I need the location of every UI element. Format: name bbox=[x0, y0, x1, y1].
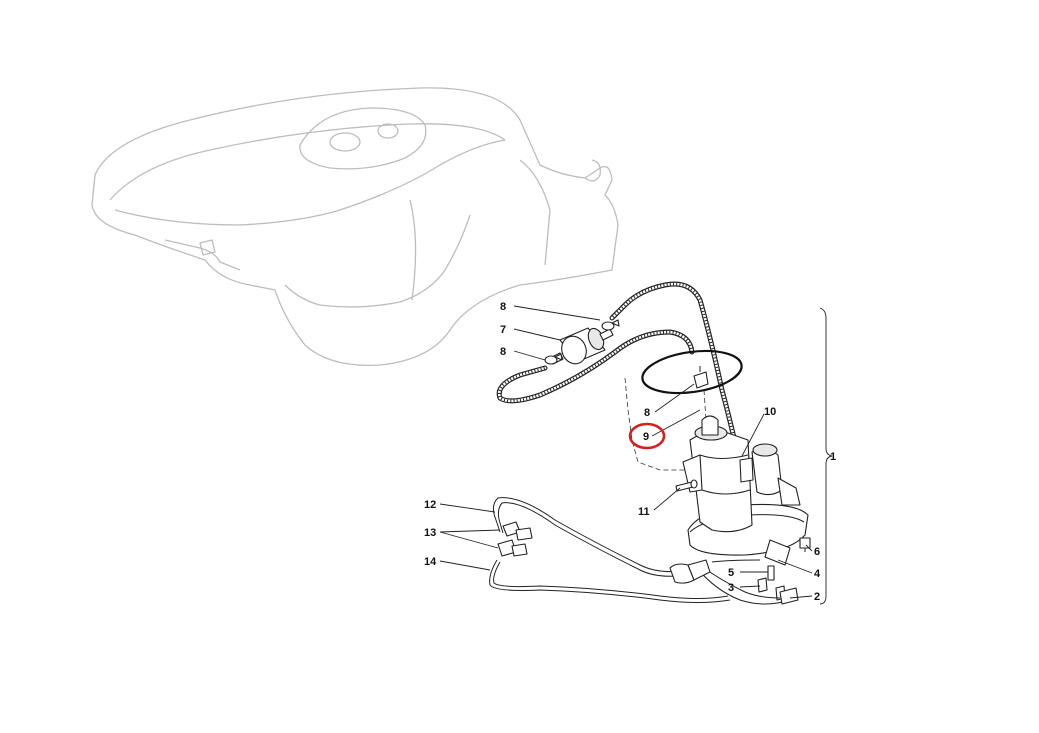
connector-13 bbox=[497, 521, 533, 557]
callout-10: 10 bbox=[764, 406, 776, 418]
screw-11 bbox=[675, 479, 698, 492]
callout-6: 6 bbox=[814, 546, 820, 558]
assembly-line-2 bbox=[703, 389, 707, 421]
callout-1: 1 bbox=[830, 451, 836, 463]
callout-2: 2 bbox=[814, 591, 820, 603]
callout-3: 3 bbox=[728, 582, 734, 594]
callout-11: 11 bbox=[638, 506, 650, 518]
hose-end-2 bbox=[779, 587, 799, 605]
fuel-pump-assembly bbox=[682, 415, 809, 566]
callout-7: 7 bbox=[500, 324, 506, 336]
hose-clamp-pump bbox=[693, 366, 709, 389]
callout-14: 14 bbox=[424, 556, 437, 568]
callout-8-upper: 8 bbox=[500, 301, 506, 313]
callout-8-pump: 8 bbox=[644, 407, 650, 419]
connector-plug bbox=[669, 559, 711, 584]
assembly-bracket bbox=[819, 307, 833, 605]
fuel-hose-outlet bbox=[609, 281, 741, 458]
hose-clamp-upper bbox=[601, 319, 620, 331]
callout-12: 12 bbox=[424, 499, 436, 511]
fuel-tank bbox=[91, 87, 619, 366]
wiring-harness bbox=[489, 497, 791, 605]
fuel-hose-return bbox=[496, 329, 695, 404]
screw-5 bbox=[767, 565, 775, 581]
callout-13: 13 bbox=[424, 527, 436, 539]
o-ring-seal bbox=[641, 349, 743, 395]
screw-6 bbox=[799, 537, 811, 552]
assembly-line bbox=[624, 377, 690, 471]
hose-clamp-lower bbox=[544, 353, 563, 365]
highlight-circle bbox=[628, 422, 666, 450]
callout-5: 5 bbox=[728, 567, 734, 579]
leader-lines bbox=[439, 305, 813, 599]
callout-9: 9 bbox=[643, 431, 649, 443]
callout-8-lower: 8 bbox=[500, 346, 506, 358]
callout-4: 4 bbox=[814, 568, 821, 580]
